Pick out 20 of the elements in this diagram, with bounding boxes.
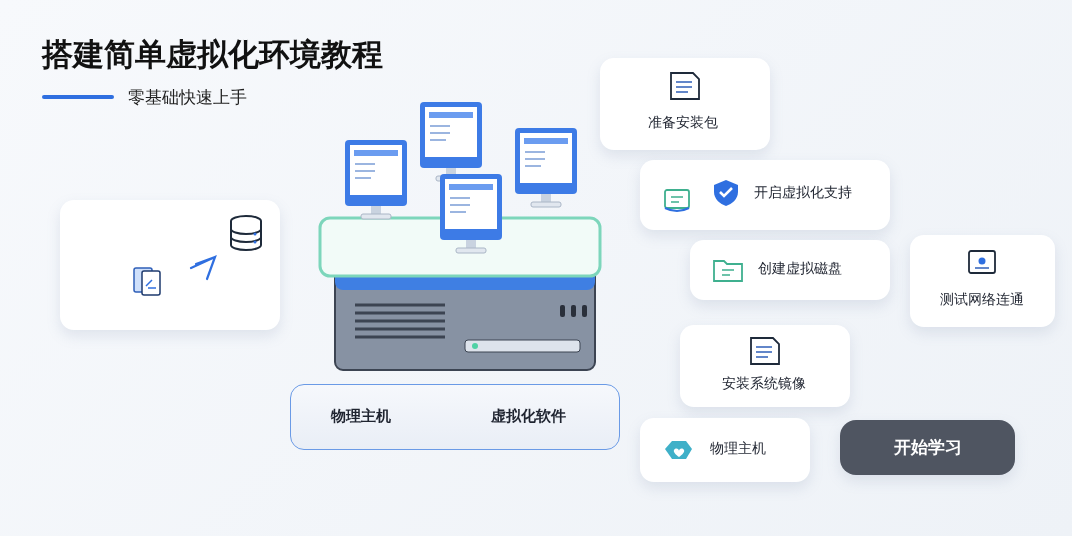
step-label: 开启虚拟化支持 (754, 184, 852, 202)
platform-label: 物理主机 (331, 407, 391, 426)
icon-card (60, 200, 280, 330)
title: 搭建简单虚拟化环境教程 (42, 35, 383, 74)
start-button (840, 420, 1015, 475)
subtitle: 零基础快速上手 (128, 86, 247, 109)
step-label: 准备安装包 (648, 114, 718, 132)
step-label: 安装系统镜像 (722, 375, 806, 393)
platform-label: 虚拟化软件 (491, 407, 566, 426)
step-label: 创建虚拟磁盘 (758, 260, 842, 278)
step-label: 物理主机 (710, 440, 766, 458)
step-card (690, 240, 890, 300)
step-label: 测试网络连通 (940, 291, 1024, 309)
step-card (680, 325, 850, 407)
step-card (640, 418, 810, 482)
step-card (640, 160, 890, 230)
step-card (600, 58, 770, 150)
platform-base (290, 384, 620, 450)
button-label: 开始学习 (894, 436, 962, 459)
step-card (910, 235, 1055, 327)
